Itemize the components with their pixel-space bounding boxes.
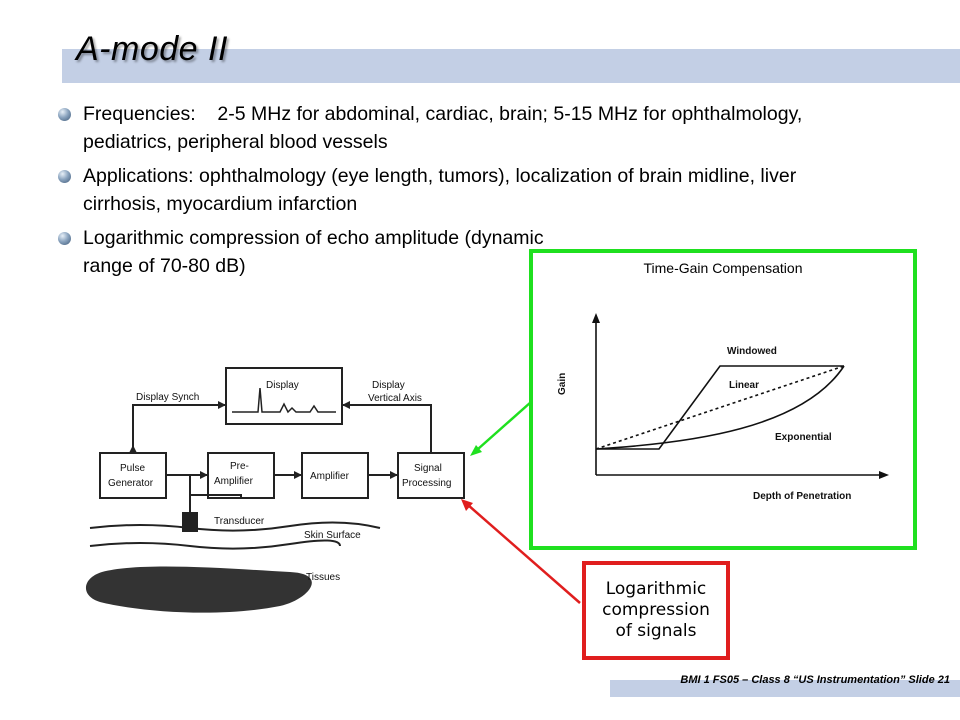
- linear-curve: [595, 365, 845, 450]
- footer-bar: [610, 680, 960, 697]
- pulse-generator-box: [99, 452, 167, 499]
- callout-line-1: Logarithmic: [605, 579, 707, 599]
- tgc-caption: Time-Gain Compensation: [644, 260, 803, 276]
- bullet-text: Frequencies: 2-5 MHz for abdominal, card…: [83, 103, 803, 153]
- signal-processing-label-2: Processing: [402, 478, 451, 489]
- exponential-curve: [595, 365, 845, 450]
- tgc-graph: Time-Gain Compensation Gain Depth of Pen…: [557, 260, 889, 502]
- skin-surface-label: Skin Surface: [304, 530, 361, 541]
- bullet-text: Applications: ophthalmology (eye length,…: [83, 165, 797, 215]
- pulse-generator-label-1: Pulse: [120, 463, 145, 474]
- tgc-figure-frame: Time-Gain Compensation Gain Depth of Pen…: [529, 249, 917, 550]
- depth-axis-label: Depth of Penetration: [753, 491, 851, 502]
- title-bar: [62, 49, 960, 83]
- preamplifier-label-2: Amplifier: [214, 476, 254, 487]
- linear-label: Linear: [729, 380, 759, 391]
- bullet-frequencies: Frequencies: 2-5 MHz for abdominal, card…: [58, 100, 848, 156]
- tissues-label: Tissues: [306, 572, 340, 583]
- amplifier-label: Amplifier: [310, 471, 350, 482]
- display-label: Display: [266, 380, 299, 391]
- pulse-generator-label-2: Generator: [108, 478, 154, 489]
- gain-axis-label: Gain: [557, 373, 568, 395]
- transducer-label: Transducer: [214, 516, 265, 527]
- tissue-blob: [85, 566, 312, 613]
- transducer-element: [182, 512, 198, 532]
- windowed-curve: [596, 365, 844, 450]
- footer-text: BMI 1 FS05 – Class 8 “US Instrumentation…: [680, 674, 950, 686]
- bullet-applications: Applications: ophthalmology (eye length,…: [58, 162, 848, 218]
- callout-line-2: compression: [602, 600, 710, 620]
- signal-processing-box: [397, 452, 465, 499]
- bullet-list: Frequencies: 2-5 MHz for abdominal, card…: [58, 100, 848, 286]
- log-compression-callout: Logarithmic compression of signals: [582, 561, 730, 660]
- bullet-sphere-icon: [58, 170, 71, 183]
- callout-line-3: of signals: [615, 621, 697, 641]
- slide-title: A-mode II: [76, 30, 228, 68]
- display-vertical-axis-label-1: Display: [372, 380, 405, 391]
- windowed-label: Windowed: [727, 346, 777, 357]
- bullet-sphere-icon: [58, 232, 71, 245]
- callout-text: Logarithmic compression of signals: [602, 579, 710, 642]
- display-box: [225, 367, 343, 425]
- amode-block-diagram: Display Display Synch Display Vertical A…: [85, 367, 465, 613]
- preamplifier-label-1: Pre-: [230, 461, 249, 472]
- bullet-log-compression: Logarithmic compression of echo amplitud…: [58, 224, 553, 280]
- bullet-text: Logarithmic compression of echo amplitud…: [83, 227, 544, 277]
- signal-processing-label-1: Signal: [414, 463, 442, 474]
- exponential-label: Exponential: [775, 432, 832, 443]
- display-synch-label: Display Synch: [136, 392, 199, 403]
- display-vertical-axis-label-2: Vertical Axis: [368, 393, 422, 404]
- bullet-sphere-icon: [58, 108, 71, 121]
